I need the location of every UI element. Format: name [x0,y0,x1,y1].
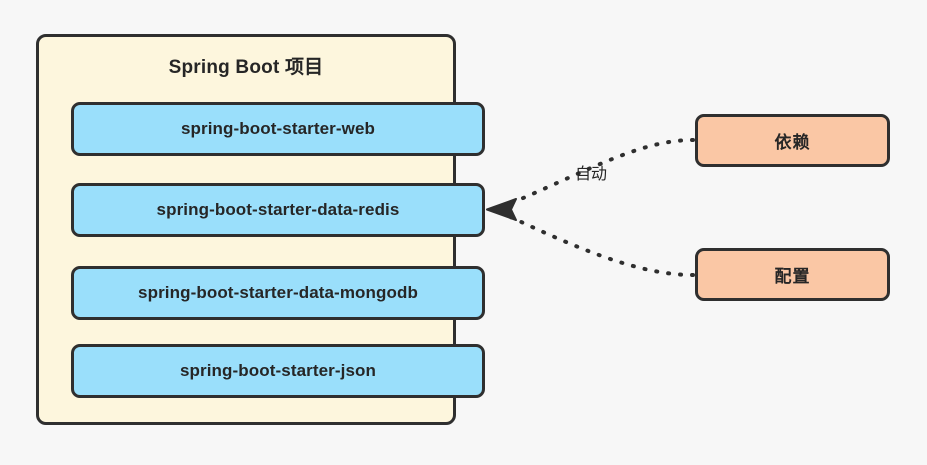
side-box-configuration[interactable]: 配置 [695,248,890,301]
configuration-edge-path [498,210,695,277]
starter-label: spring-boot-starter-data-mongodb [138,283,418,302]
starter-label: spring-boot-starter-json [179,361,376,380]
arrowhead-icon [486,198,517,221]
starter-label: spring-boot-starter-web [180,119,376,138]
starter-box-data-mongodb[interactable]: spring-boot-starter-data-mongodb [71,266,485,320]
edge-label-auto: 自动 [574,166,607,183]
starter-box-data-redis[interactable]: spring-boot-starter-data-redis [71,183,485,237]
starter-box-json[interactable]: spring-boot-starter-json [71,344,485,398]
starter-label: spring-boot-starter-data-redis [156,200,400,219]
side-box-label: 依赖 [774,133,811,152]
side-box-label: 配置 [774,267,811,286]
group-title: Spring Boot 项目 [168,57,324,78]
side-box-dependency[interactable]: 依赖 [695,114,890,167]
starter-box-web[interactable]: spring-boot-starter-web [71,102,485,156]
